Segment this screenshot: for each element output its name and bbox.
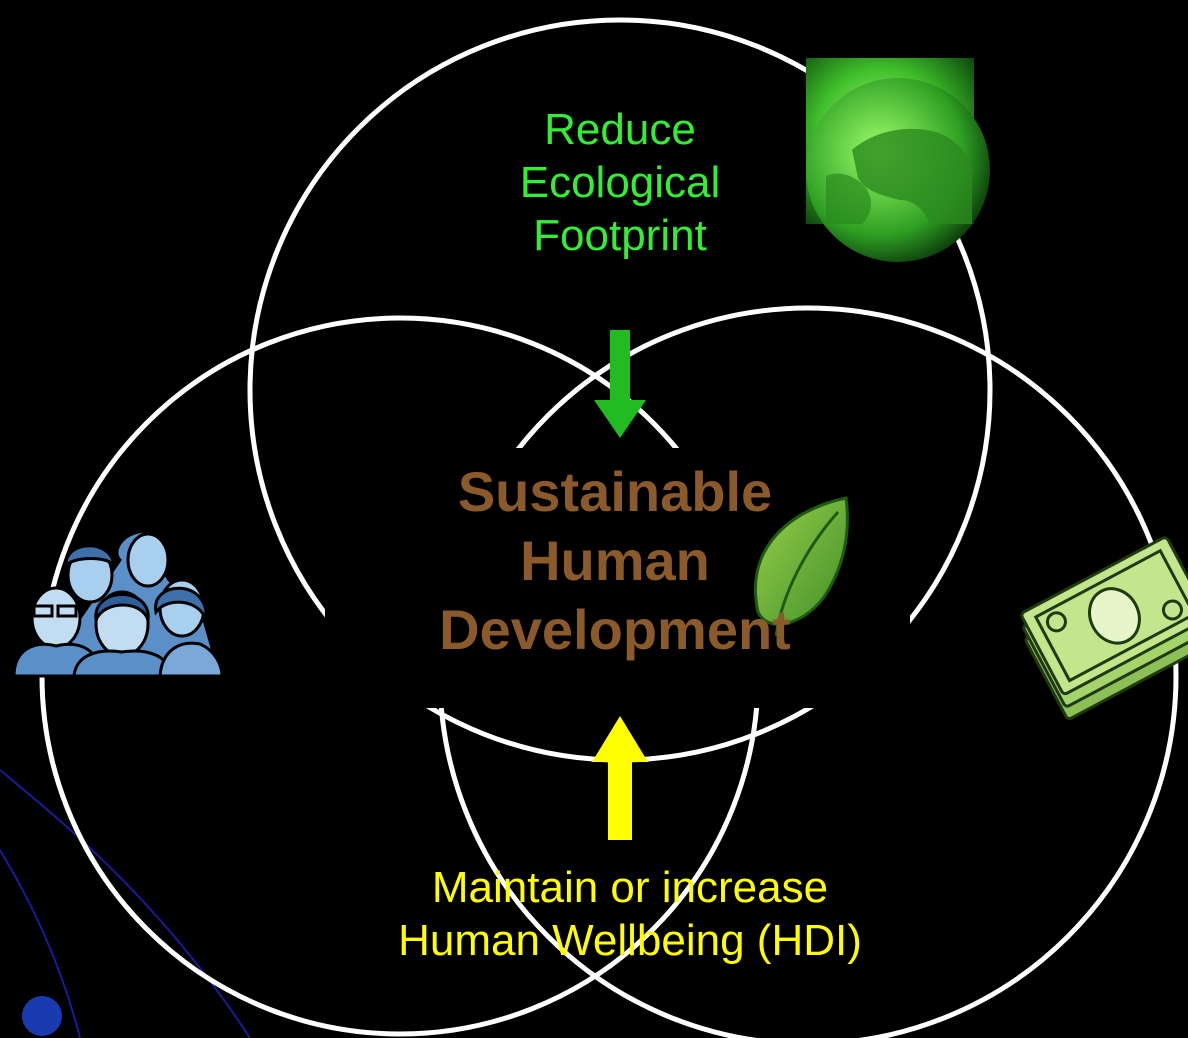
down-arrow bbox=[594, 330, 646, 438]
decorative-swoosh bbox=[0, 769, 251, 1038]
top-label-line-3: Footprint bbox=[533, 210, 707, 260]
top-label-line-2: Ecological bbox=[519, 157, 721, 207]
reduce-footprint-label: Reduce Ecological Footprint bbox=[470, 104, 770, 262]
globe-icon bbox=[806, 58, 990, 262]
money-icon bbox=[1020, 536, 1188, 721]
leaf-icon bbox=[754, 496, 849, 637]
top-label-line-1: Reduce bbox=[544, 105, 696, 154]
center-label-line-3: Development bbox=[439, 597, 791, 661]
sustainable-development-label: Sustainable Human Development bbox=[380, 458, 850, 665]
bottom-label-line-1: Maintain or increase bbox=[431, 863, 829, 912]
people-icon bbox=[12, 530, 224, 678]
wellbeing-label: Maintain or increase Human Wellbeing (HD… bbox=[290, 862, 970, 968]
up-arrow bbox=[592, 716, 648, 840]
bottom-label-line-2: Human Wellbeing (HDI) bbox=[398, 915, 862, 965]
center-label-line-2: Human bbox=[520, 528, 710, 592]
center-label-line-1: Sustainable bbox=[457, 460, 773, 523]
